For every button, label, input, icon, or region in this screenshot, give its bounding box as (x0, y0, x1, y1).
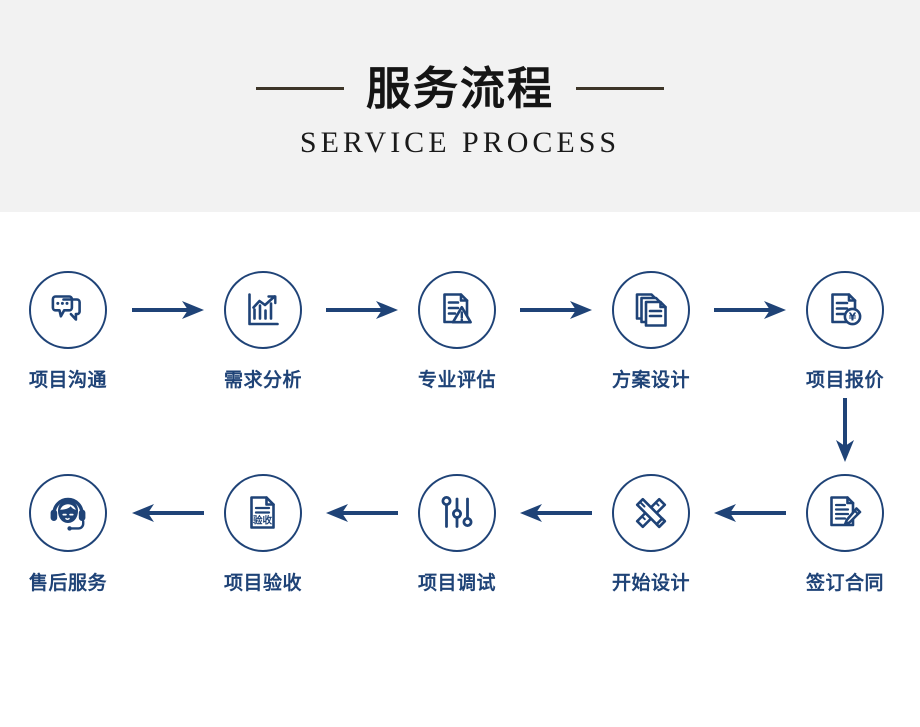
acceptance-document-icon: 验收 (241, 491, 285, 535)
title-row: 服务流程 (0, 58, 920, 118)
document-pen-icon (823, 491, 867, 535)
step-8-label: 项目调试 (417, 572, 496, 594)
connector-arrow-8-to-9 (326, 500, 398, 526)
step-5-label: 项目报价 (805, 369, 884, 391)
document-warning-icon (435, 288, 479, 332)
step-1-circle (29, 271, 107, 349)
step-2-label: 需求分析 (223, 369, 302, 391)
flow-step-1[interactable]: 项目沟通 (0, 271, 138, 392)
connector-arrow-4-to-5 (714, 297, 786, 323)
connector-arrow-7-to-8 (520, 500, 592, 526)
headset-agent-icon (45, 490, 91, 536)
connector-arrow-5-to-6 (832, 398, 858, 462)
chat-bubbles-icon (46, 288, 90, 332)
page-header-band: 服务流程 SERVICE PROCESS (0, 0, 920, 212)
document-yuan-icon: ¥ (823, 288, 867, 332)
flow-step-6[interactable]: 签订合同 (775, 474, 915, 595)
connector-arrow-6-to-7 (714, 500, 786, 526)
flow-step-9[interactable]: 验收 项目验收 (193, 474, 333, 595)
service-process-flow: 项目沟通 需求分析 (0, 212, 920, 727)
acceptance-stamp-text: 验收 (253, 515, 273, 527)
step-2-circle (224, 271, 302, 349)
pencil-ruler-cross-icon (629, 491, 673, 535)
step-3-label: 专业评估 (417, 369, 496, 391)
page-title: 服务流程 (365, 61, 554, 115)
flow-step-3[interactable]: 专业评估 (387, 271, 527, 392)
step-7-label: 开始设计 (611, 572, 690, 594)
step-7-circle (612, 474, 690, 552)
step-5-circle: ¥ (806, 271, 884, 349)
svg-text:¥: ¥ (849, 310, 857, 323)
title-rule-left (255, 86, 344, 90)
step-4-label: 方案设计 (611, 369, 690, 391)
flow-step-8[interactable]: 项目调试 (387, 474, 527, 595)
connector-arrow-9-to-10 (132, 500, 204, 526)
step-6-circle (806, 474, 884, 552)
flow-step-5[interactable]: ¥ 项目报价 (775, 271, 915, 392)
flow-step-2[interactable]: 需求分析 (193, 271, 333, 392)
step-3-circle (418, 271, 496, 349)
step-9-label: 项目验收 (223, 572, 302, 594)
step-10-label: 售后服务 (28, 572, 107, 594)
sliders-icon (435, 491, 479, 535)
step-1-label: 项目沟通 (28, 369, 107, 391)
flow-step-10[interactable]: 售后服务 (0, 474, 138, 595)
connector-arrow-3-to-4 (520, 297, 592, 323)
connector-arrow-1-to-2 (132, 297, 204, 323)
step-6-label: 签订合同 (805, 572, 884, 594)
title-rule-right (576, 86, 664, 90)
step-8-circle (418, 474, 496, 552)
step-9-circle: 验收 (224, 474, 302, 552)
stacked-documents-icon (629, 288, 673, 332)
flow-step-7[interactable]: 开始设计 (581, 474, 721, 595)
page-subtitle: SERVICE PROCESS (299, 126, 621, 159)
step-4-circle (612, 271, 690, 349)
flow-step-4[interactable]: 方案设计 (581, 271, 721, 392)
bar-chart-trend-icon (241, 288, 285, 332)
step-10-circle (29, 474, 107, 552)
connector-arrow-2-to-3 (326, 297, 398, 323)
